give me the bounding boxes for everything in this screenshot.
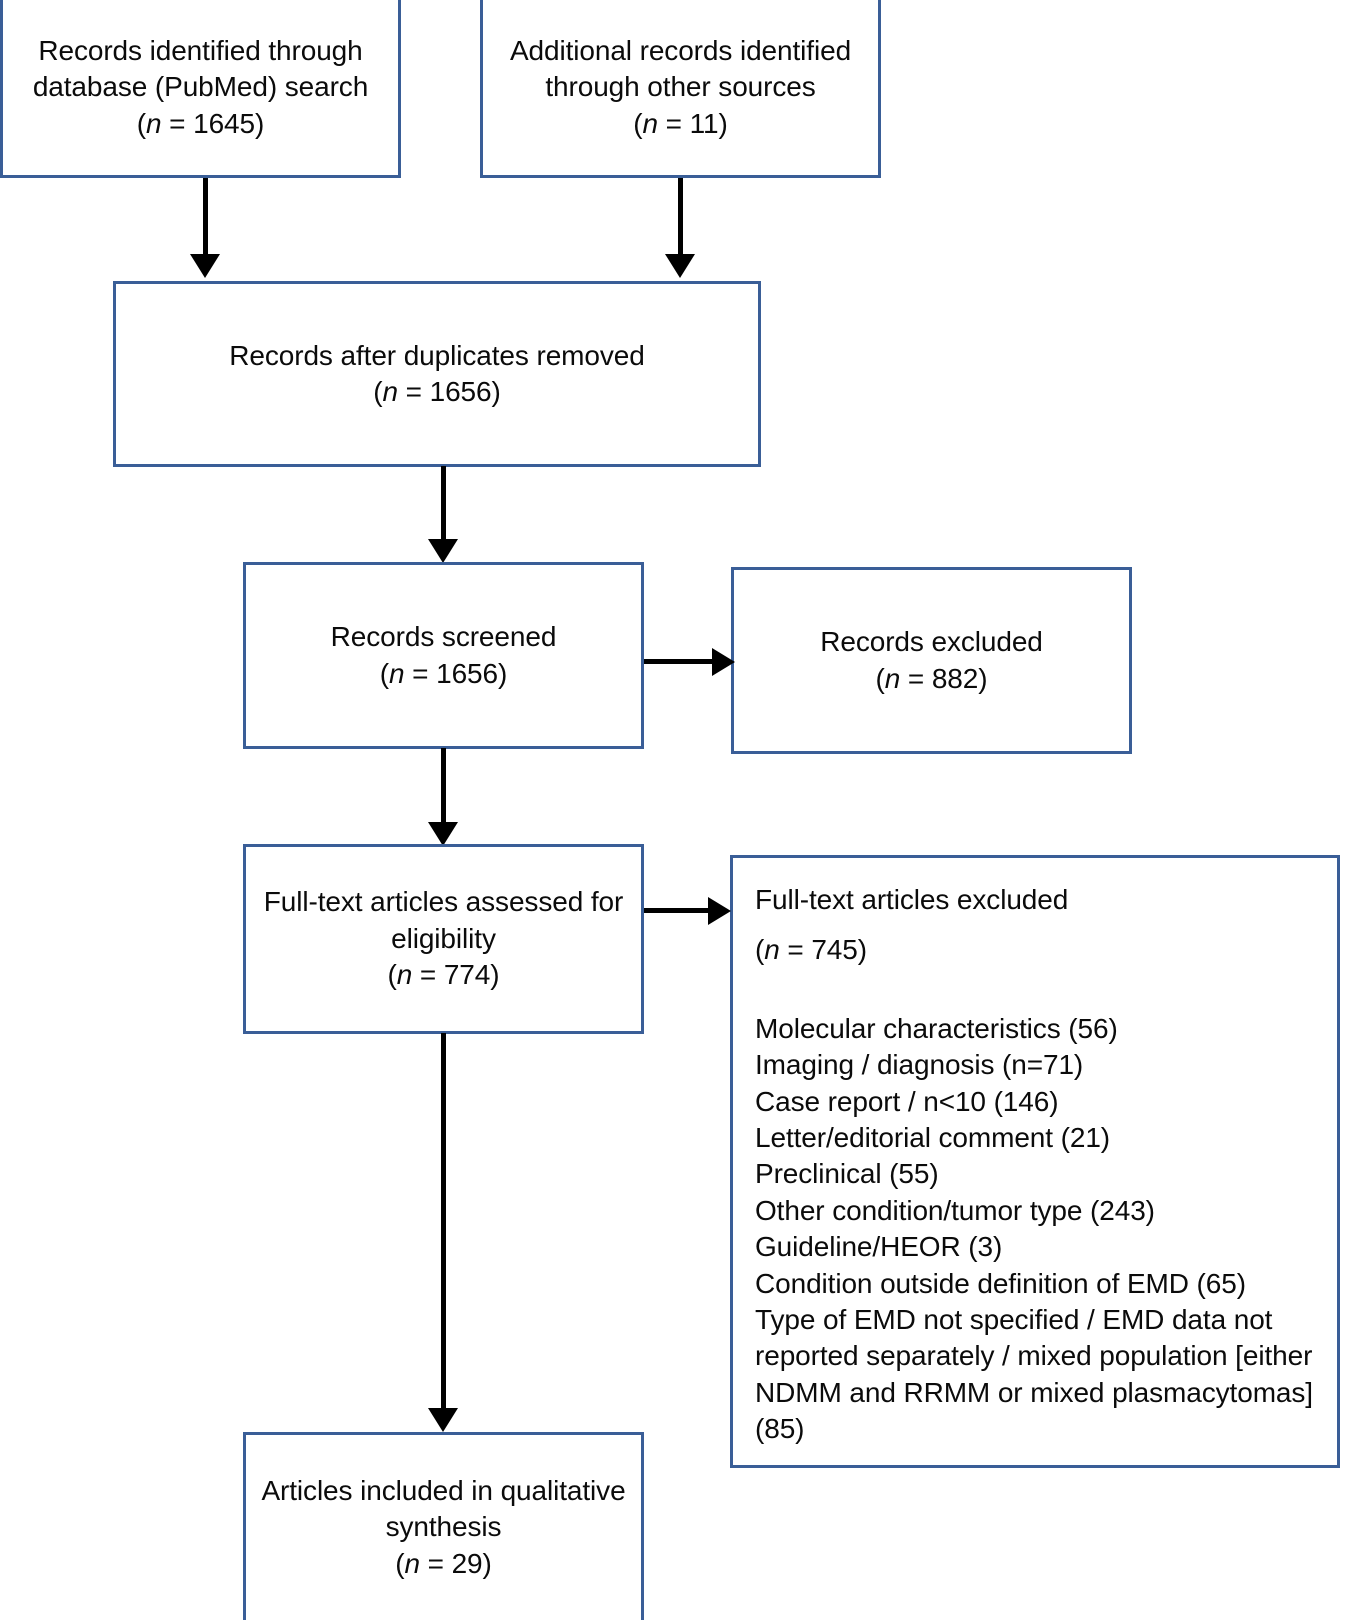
node-fulltext-excluded-text: Full-text articles excluded (n = 745) Mo… [755, 882, 1323, 1447]
records-identified-other-line1: Additional records identified [509, 34, 852, 66]
fulltext-assessed-count: (n = 774) [387, 959, 500, 991]
fulltext-excluded-count: (n = 745) [755, 934, 867, 966]
node-included-qualitative: Articles included in qualitative synthes… [243, 1432, 644, 1620]
included-qualitative-count: (n = 29) [395, 1547, 492, 1579]
node-records-excluded: Records excluded (n = 882) [731, 567, 1132, 754]
node-records-identified-other-text: Additional records identified through ot… [493, 33, 868, 142]
included-qualitative-line2: synthesis [385, 1511, 502, 1543]
connector-other-to-dedup-arrowhead [665, 254, 695, 278]
connector-fulltext-to-included-line [441, 1033, 446, 1418]
connector-fulltext-to-excluded-arrowhead [708, 897, 731, 925]
fulltext-excluded-reason: Case report / n<10 (146) [755, 1085, 1059, 1117]
node-records-screened-text: Records screened (n = 1656) [256, 619, 631, 692]
fulltext-excluded-reason: Letter/editorial comment (21) [755, 1121, 1111, 1153]
fulltext-assessed-line2: eligibility [391, 922, 496, 954]
records-identified-database-count: (n = 1645) [136, 107, 265, 139]
included-qualitative-line1: Articles included in qualitative [261, 1474, 626, 1506]
fulltext-excluded-reason: Imaging / diagnosis (n=71) [755, 1049, 1084, 1081]
records-identified-database-line2: database (PubMed) search [32, 71, 369, 103]
connector-db-to-dedup-line [203, 178, 208, 256]
fulltext-excluded-reason: Other condition/tumor type (243) [755, 1194, 1155, 1226]
fulltext-excluded-reason: Type of EMD not specified / EMD data not… [755, 1303, 1313, 1445]
records-identified-other-count: (n = 11) [633, 107, 728, 139]
node-duplicates-removed-text: Records after duplicates removed (n = 16… [126, 338, 748, 411]
fulltext-excluded-reason: Guideline/HEOR (3) [755, 1231, 1003, 1263]
fulltext-excluded-reason: Preclinical (55) [755, 1158, 939, 1190]
connector-fulltext-to-excluded-line [644, 908, 711, 913]
fulltext-excluded-reason: Condition outside definition of EMD (65) [755, 1267, 1246, 1299]
node-included-qualitative-text: Articles included in qualitative synthes… [256, 1473, 631, 1582]
node-records-screened: Records screened (n = 1656) [243, 562, 644, 749]
connector-dedup-to-screened-line [441, 466, 446, 546]
connector-screened-to-fulltext-arrowhead [428, 822, 458, 846]
fulltext-excluded-heading: Full-text articles excluded [755, 884, 1069, 915]
fulltext-excluded-reason: Molecular characteristics (56) [755, 1012, 1118, 1044]
node-records-identified-other: Additional records identified through ot… [480, 0, 881, 178]
records-screened-line1: Records screened [330, 621, 557, 653]
connector-screened-to-excluded-arrowhead [712, 648, 735, 676]
records-excluded-count: (n = 882) [875, 662, 988, 694]
connector-other-to-dedup-line [678, 178, 683, 256]
duplicates-removed-count: (n = 1656) [373, 376, 501, 407]
connector-fulltext-to-included-arrowhead [428, 1408, 458, 1432]
duplicates-removed-line1: Records after duplicates removed [229, 339, 645, 371]
records-identified-other-line2: through other sources [545, 71, 816, 103]
fulltext-assessed-line1: Full-text articles assessed for [263, 886, 624, 918]
node-records-excluded-text: Records excluded (n = 882) [744, 624, 1119, 697]
node-records-identified-database-text: Records identified through database (Pub… [13, 33, 388, 142]
connector-dedup-to-screened-arrowhead [428, 539, 458, 563]
connector-screened-to-fulltext-line [441, 748, 446, 830]
node-duplicates-removed: Records after duplicates removed (n = 16… [113, 281, 761, 467]
connector-screened-to-excluded-line [644, 659, 716, 664]
node-fulltext-excluded: Full-text articles excluded (n = 745) Mo… [730, 855, 1340, 1468]
node-fulltext-assessed-text: Full-text articles assessed for eligibil… [256, 884, 631, 993]
records-identified-database-line1: Records identified through [38, 34, 363, 66]
records-excluded-line1: Records excluded [820, 626, 1043, 658]
connector-db-to-dedup-arrowhead [190, 254, 220, 278]
node-fulltext-assessed: Full-text articles assessed for eligibil… [243, 844, 644, 1034]
records-screened-count: (n = 1656) [379, 657, 508, 689]
node-records-identified-database: Records identified through database (Pub… [0, 0, 401, 178]
fulltext-excluded-spacer [755, 983, 1323, 1011]
